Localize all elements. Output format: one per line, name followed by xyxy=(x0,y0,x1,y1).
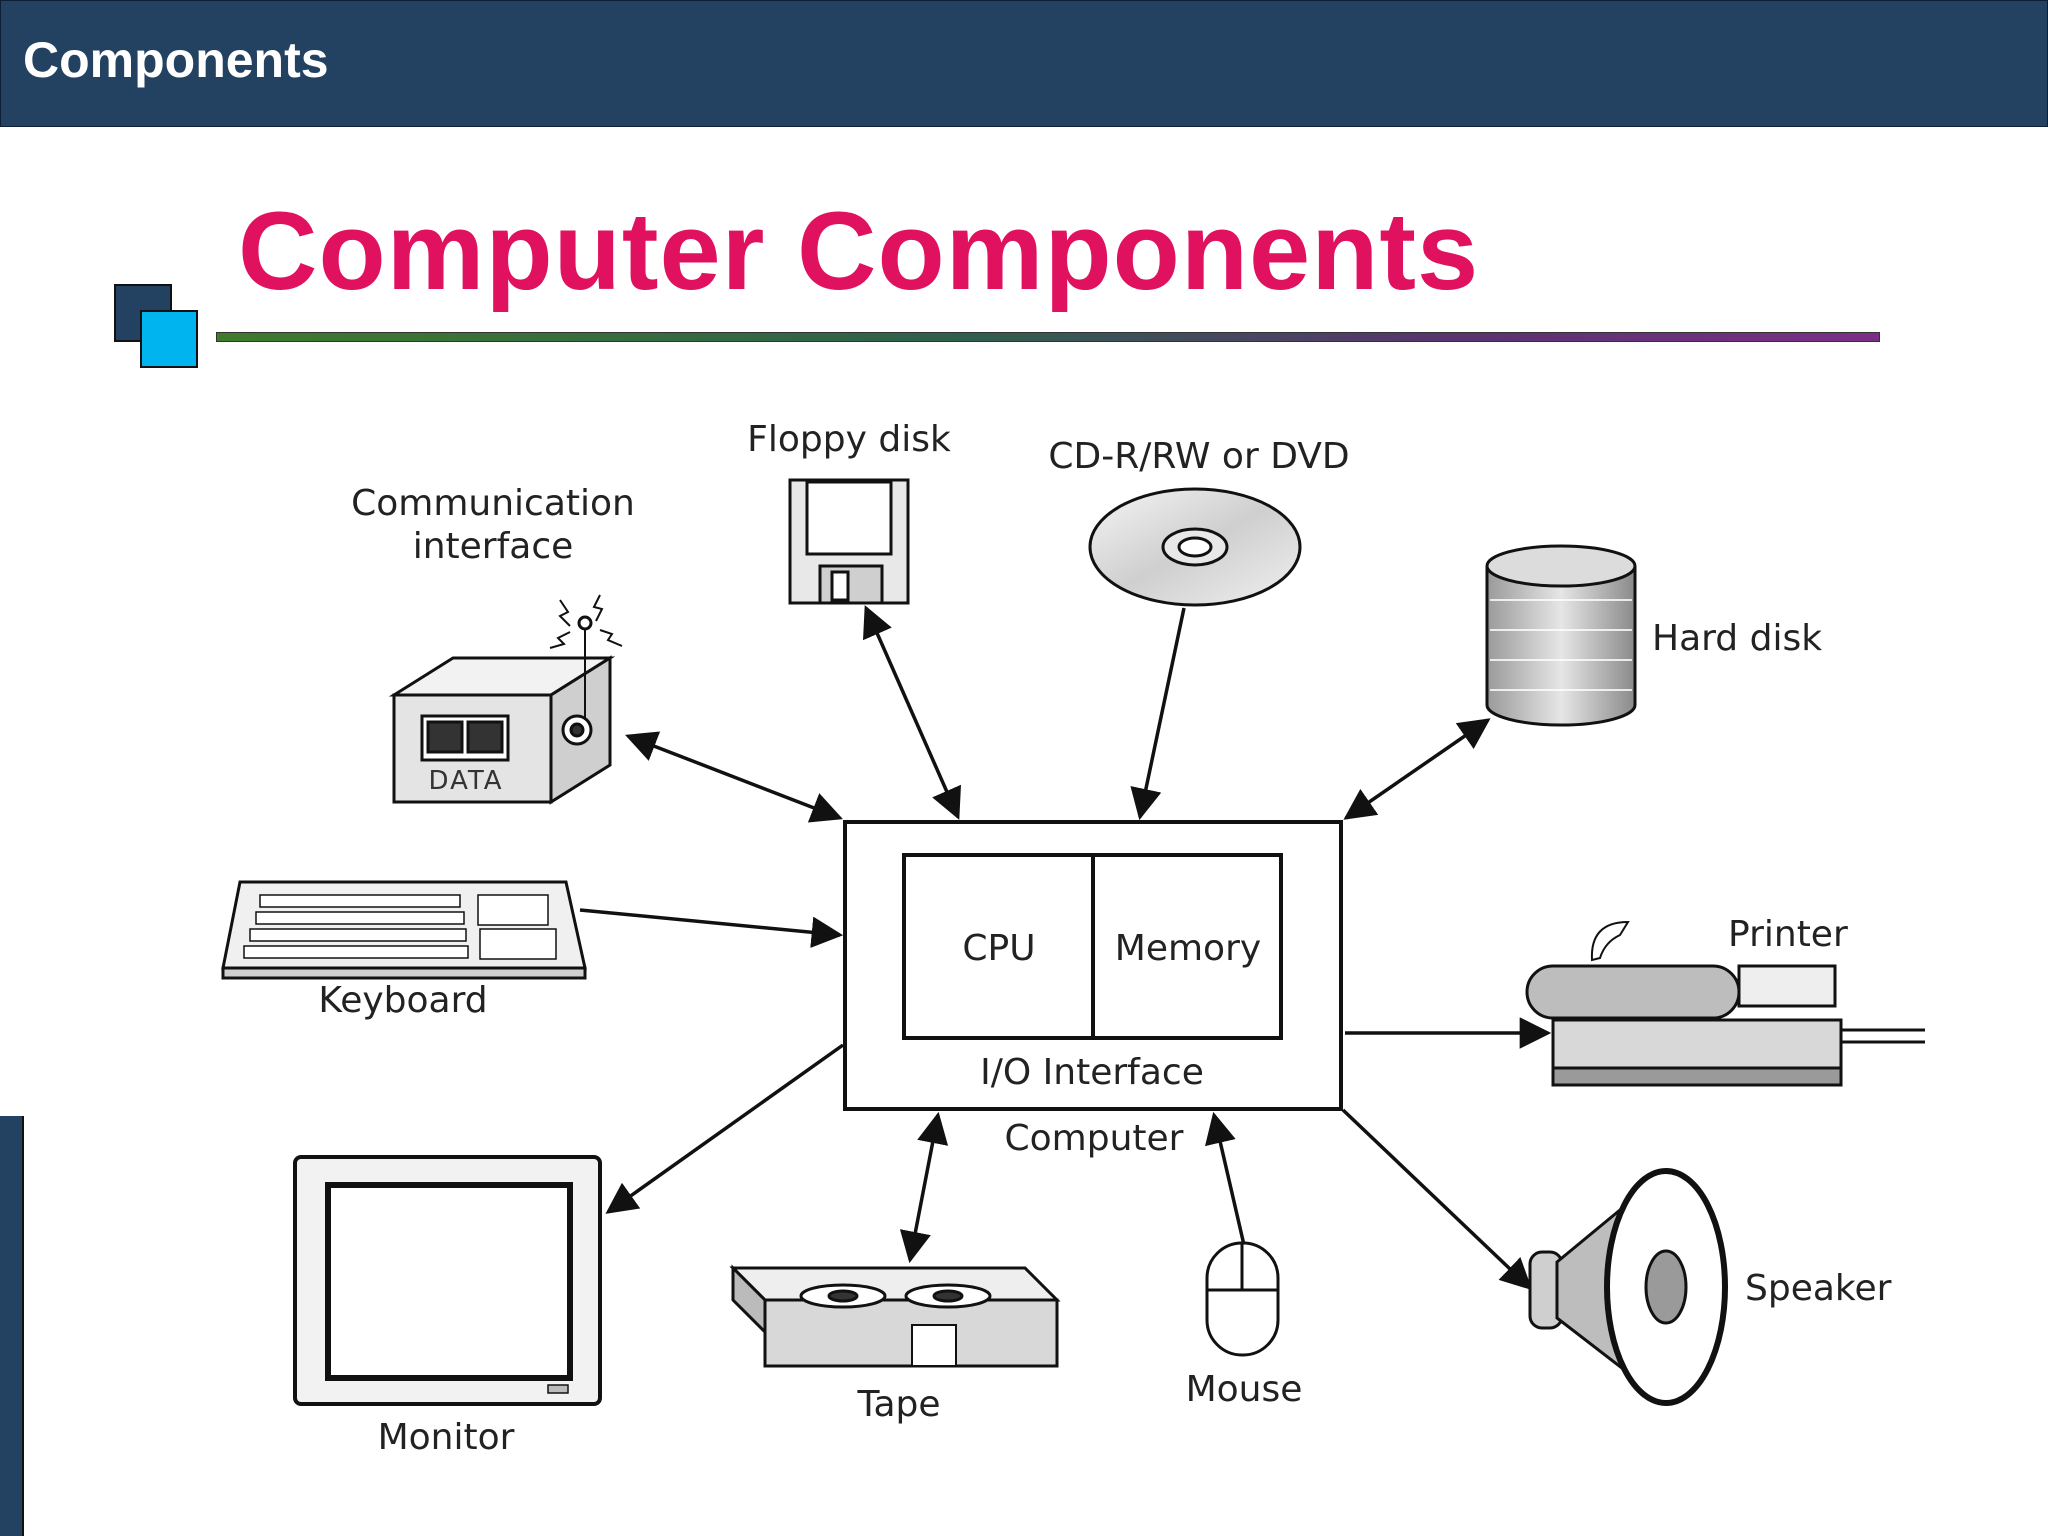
keyboard-icon xyxy=(221,880,587,980)
connection-arrows xyxy=(579,605,1552,1291)
comm-label-line1: Communication xyxy=(351,483,635,524)
printer-icon xyxy=(1525,920,1925,1087)
arrow-tape xyxy=(899,1111,949,1264)
arrow-floppy xyxy=(863,605,961,820)
speaker-label: Speaker xyxy=(1745,1268,1892,1309)
communication-device-icon: DATA xyxy=(388,594,623,805)
printer-label: Printer xyxy=(1728,914,1848,955)
hard-disk-icon xyxy=(1485,544,1637,727)
cd-disc-icon xyxy=(1088,487,1302,607)
comm-data-label: DATA xyxy=(429,766,504,796)
cpu-label: CPU xyxy=(962,928,1035,969)
arrow-mouse xyxy=(1205,1111,1246,1246)
tape-icon xyxy=(729,1264,1061,1368)
keyboard-label: Keyboard xyxy=(318,980,487,1021)
mouse-icon xyxy=(1205,1241,1280,1357)
arrow-cd xyxy=(1130,607,1186,821)
floppy-label: Floppy disk xyxy=(747,419,951,460)
arrow-speaker xyxy=(1341,1108,1533,1291)
memory-label: Memory xyxy=(1115,928,1261,969)
cd-label: CD-R/RW or DVD xyxy=(1048,436,1349,477)
arrow-monitor xyxy=(605,1043,845,1214)
harddisk-label: Hard disk xyxy=(1652,618,1822,659)
title-divider xyxy=(216,332,1880,342)
comm-label-line2: interface xyxy=(413,526,574,567)
io-interface-label: I/O Interface xyxy=(980,1052,1204,1093)
header-bar: Components xyxy=(0,0,2048,127)
decor-square-light xyxy=(140,310,198,368)
mouse-label: Mouse xyxy=(1186,1369,1303,1410)
floppy-disk-icon xyxy=(788,478,910,605)
computer-caption: Computer xyxy=(1005,1118,1184,1159)
arrow-keyboard xyxy=(579,908,844,948)
arrow-comm xyxy=(625,731,843,823)
tape-label: Tape xyxy=(856,1384,940,1425)
header-title: Components xyxy=(23,32,329,88)
slide-title: Computer Components xyxy=(238,190,1480,313)
arrow-harddisk xyxy=(1343,718,1491,820)
monitor-icon xyxy=(293,1155,602,1406)
monitor-label: Monitor xyxy=(378,1417,515,1458)
side-accent-bar xyxy=(0,1116,24,1536)
speaker-icon xyxy=(1528,1168,1728,1406)
computer-unit: CPU Memory I/O Interface xyxy=(843,820,1343,1111)
